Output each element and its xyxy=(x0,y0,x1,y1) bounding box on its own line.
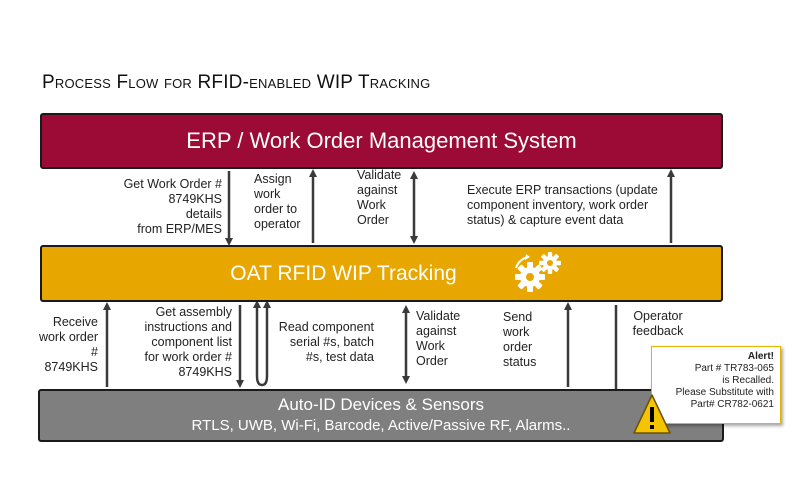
oat-tracking-bar: OAT RFID WIP Tracking xyxy=(40,245,723,302)
page-title: Process Flow for RFID-enabled WIP Tracki… xyxy=(42,72,431,93)
recall-alert-box: Alert! Part # TR783-065 is Recalled. Ple… xyxy=(651,346,781,424)
erp-system-label: ERP / Work Order Management System xyxy=(186,128,577,153)
alert-line: Please Substitute with xyxy=(675,387,774,398)
gears-icon xyxy=(515,252,561,292)
oat-tracking-label: OAT RFID WIP Tracking xyxy=(230,262,457,285)
alert-line: is Recalled. xyxy=(722,375,774,386)
alert-line: Part# CR782-0621 xyxy=(690,399,774,410)
auto-id-sublabel: RTLS, UWB, Wi-Fi, Barcode, Active/Passiv… xyxy=(191,417,571,434)
alert-heading: Alert! xyxy=(747,351,774,362)
erp-system-bar: ERP / Work Order Management System xyxy=(40,113,723,169)
auto-id-bar: Auto-ID Devices & Sensors RTLS, UWB, Wi-… xyxy=(38,389,724,442)
arrow-read-component-loop xyxy=(255,304,269,387)
alert-line: Part # TR783-065 xyxy=(694,363,774,374)
warning-icon xyxy=(633,394,671,434)
auto-id-label: Auto-ID Devices & Sensors xyxy=(278,395,484,414)
